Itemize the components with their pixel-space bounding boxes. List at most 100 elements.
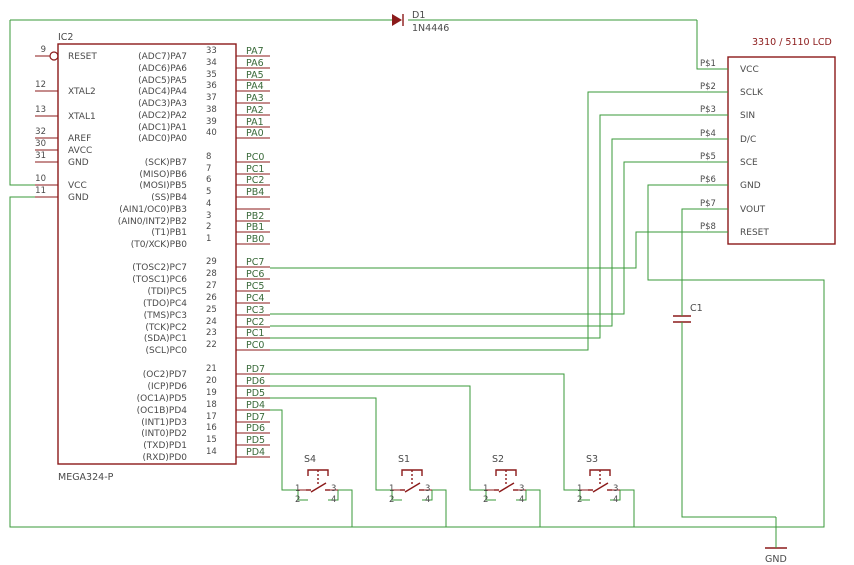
net-label: PC2 (246, 175, 264, 186)
net-label: PB0 (246, 234, 264, 245)
pin-name: (TOSC2)PC7 (132, 263, 187, 273)
wire-vout (681, 208, 728, 316)
switch-pin-4: 4 (331, 495, 336, 505)
diode-triangle (392, 14, 402, 26)
pin-name: (TCK)PC2 (145, 323, 187, 333)
pin-pad: P$6 (700, 175, 716, 185)
pin-number: 6 (206, 175, 211, 185)
wire-s3-pin2 (579, 490, 590, 501)
net-label: PA0 (246, 128, 264, 139)
pin-name: (TDO)PC4 (143, 299, 187, 309)
pin-number: 3 (206, 211, 211, 221)
wire-dc (270, 138, 728, 327)
pin-number: 27 (206, 281, 217, 291)
pin-number: 13 (35, 105, 46, 115)
pin-number: 39 (206, 117, 217, 127)
lcd-module[interactable]: 3310 / 5110 LCD P$1VCCP$2SCLKP$3SINP$4D/… (697, 37, 836, 245)
pin-name: RESET (740, 228, 769, 238)
pin-name: VOUT (740, 205, 766, 215)
wire-pd6 (270, 385, 486, 491)
pin-number: 26 (206, 293, 217, 303)
pin-name: XTAL1 (68, 112, 96, 122)
pin-name: VCC (740, 65, 759, 75)
pin-pad: P$4 (700, 129, 716, 139)
pin-name: (OC2)PD7 (143, 370, 187, 380)
ic2-right-pin-27: 27 (TDI)PC5 PC5 (147, 281, 270, 297)
switch-pin-4: 4 (425, 495, 430, 505)
lcd-title: 3310 / 5110 LCD (752, 37, 832, 48)
ic2-name: IC2 (58, 32, 73, 43)
pin-number: 24 (206, 317, 217, 327)
wire-pd7 (270, 373, 580, 491)
switch-lever (498, 482, 515, 493)
pin-number: 36 (206, 81, 217, 91)
pin-name: (OC1B)PD4 (137, 406, 188, 416)
switch-pin-3: 3 (331, 484, 336, 494)
lcd-pin-4: P$4D/C (697, 129, 756, 145)
wire-s4-pin2 (297, 490, 308, 501)
pin-name: SCLK (740, 88, 764, 98)
pin-name: (ADC1)PA1 (138, 123, 187, 133)
pin-number: 5 (206, 187, 211, 197)
net-label: PA3 (246, 93, 264, 104)
net-label: PD4 (246, 447, 265, 458)
diode-value: 1N4446 (412, 23, 449, 34)
pin-number: 2 (206, 222, 211, 232)
net-label: PD5 (246, 388, 265, 399)
pin-number: 16 (206, 423, 217, 433)
switch-pin-3: 3 (519, 484, 524, 494)
wire-s3-pin4 (610, 490, 621, 501)
pin-name: SCE (740, 158, 758, 168)
pin-name: (TDI)PC5 (147, 287, 187, 297)
net-label: PA2 (246, 105, 264, 116)
pin-number: 12 (35, 80, 46, 90)
capacitor-c1[interactable]: C1 (673, 303, 703, 323)
switch-pin-2: 2 (389, 495, 394, 505)
switch-pin-3: 3 (425, 484, 430, 494)
diode-d1[interactable]: D1 1N4446 (10, 10, 697, 34)
wire-sclk (270, 91, 728, 351)
ic2-value: MEGA324-P (58, 472, 114, 483)
pin-number: 30 (35, 139, 46, 149)
pin-pad: P$2 (700, 82, 716, 92)
pin-name: (OC1A)PD5 (137, 394, 187, 404)
pin-number: 34 (206, 58, 217, 68)
wire-s2-pin2 (485, 490, 496, 501)
net-label: PC5 (246, 281, 264, 292)
pin-name: (AIN1/OC0)PB3 (119, 205, 187, 215)
pin-number: 1 (206, 234, 211, 244)
ic2[interactable]: IC2 MEGA324-P 9RESET12XTAL213XTAL132AREF… (35, 32, 270, 483)
pin-number: 35 (206, 70, 217, 80)
pin-name: (TOSC1)PC6 (132, 275, 187, 285)
wire-s3-gnd (620, 489, 635, 527)
pin-pad: P$5 (700, 152, 716, 162)
diode-name: D1 (412, 10, 425, 21)
net-label: PD4 (246, 400, 265, 411)
pin-number: 10 (35, 174, 46, 184)
